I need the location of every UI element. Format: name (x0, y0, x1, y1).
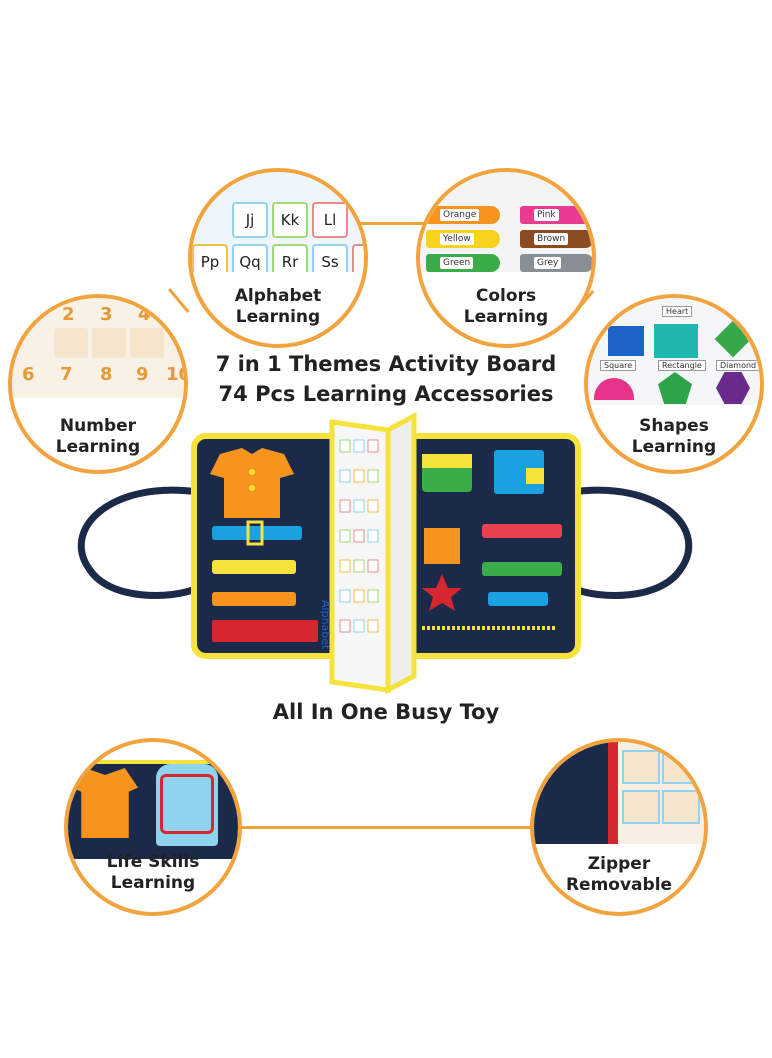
number-tile (54, 328, 88, 358)
crayon-cards-photo: Orange Pink Yellow Brown Green Grey (420, 172, 592, 272)
number-digit: 9 (136, 364, 149, 385)
shape-name-label: Rectangle (658, 360, 706, 371)
zipper-label-line1: Zipper (587, 854, 651, 874)
crayon-green: Green (426, 254, 500, 272)
shape-name-label: Diamond (716, 360, 760, 371)
headline-line2: 74 Pcs Learning Accessories (218, 382, 554, 406)
connector-line-bottom (238, 826, 538, 829)
colors-label-line1: Colors (475, 286, 537, 306)
crayon-pink: Pink (520, 206, 592, 224)
headline-line1: 7 in 1 Themes Activity Board (215, 352, 557, 376)
letter-tile: Qq (232, 244, 268, 272)
shirt-piece (210, 448, 294, 518)
book-page-right (385, 411, 417, 695)
strap-blue (212, 526, 302, 540)
letter-tile: Ll (312, 202, 348, 238)
zipper-label: Zipper Removable (534, 854, 704, 896)
zipper-label-line2: Removable (565, 875, 673, 895)
book-spine-text: Alphabet (319, 600, 332, 650)
shirt-piece (72, 768, 138, 838)
letter-tile: Kk (272, 202, 308, 238)
alphabet-label-line2: Learning (235, 307, 321, 327)
book-page-left (329, 419, 391, 693)
life-skills-label: Life Skills Learning (68, 852, 238, 894)
zipper-photo (534, 742, 704, 844)
semicircle-shape (594, 378, 634, 400)
zipper-removable-bubble: Zipper Removable (530, 738, 708, 916)
red-zipper (608, 742, 618, 844)
shapes-label: Shapes Learning (588, 416, 760, 458)
shape-name-label: Square (600, 360, 637, 371)
number-digit: 2 (62, 304, 75, 325)
alphabet-tiles-photo: Jj Kk Ll Pp Qq Rr Ss T (192, 172, 364, 272)
left-handle (77, 486, 200, 599)
shoelace (160, 774, 214, 834)
square-shape (608, 326, 644, 356)
number-digit: 6 (22, 364, 35, 385)
crayon-yellow: Yellow (426, 230, 500, 248)
letter-tile: T (352, 244, 364, 272)
life-skills-learning-bubble: Life Skills Learning (64, 738, 242, 916)
orange-square-piece (424, 528, 460, 564)
number-tile (130, 328, 164, 358)
life-skills-label-line2: Learning (110, 873, 196, 893)
connector-line-top (360, 222, 430, 225)
number-tiles-photo: 2 3 4 6 7 8 9 10 (12, 298, 184, 398)
shapes-learning-bubble: Heart Square Rectangle Diamond Shapes Le… (584, 294, 764, 474)
zipper-pocket-red (212, 620, 318, 642)
strap-orange (212, 592, 296, 606)
right-handle (570, 486, 693, 599)
crayon-orange: Orange (426, 206, 500, 224)
colors-learning-bubble: Orange Pink Yellow Brown Green Grey Colo… (416, 168, 596, 348)
strap-light-blue (488, 592, 548, 606)
crayon-brown: Brown (520, 230, 592, 248)
shapes-label-line1: Shapes (639, 416, 709, 436)
alphabet-learning-bubble: Jj Kk Ll Pp Qq Rr Ss T Alphabet Learning (188, 168, 368, 348)
busy-board-illustration: Alphabet (77, 411, 693, 695)
hexagon-shape (716, 372, 750, 404)
number-tile (92, 328, 126, 358)
letter-tile: Pp (192, 244, 228, 272)
alphabet-label-line1: Alphabet (234, 286, 322, 306)
colors-label-line2: Learning (463, 307, 549, 327)
letter-tile: Rr (272, 244, 308, 272)
number-label-line1: Number (59, 416, 137, 436)
number-learning-bubble: 2 3 4 6 7 8 9 10 Number Learning (8, 294, 188, 474)
life-skills-photo (68, 760, 238, 859)
letter-tile: Jj (232, 202, 268, 238)
strap-green (482, 562, 562, 576)
crayon-grey: Grey (520, 254, 592, 272)
number-label-line2: Learning (55, 437, 141, 457)
alphabet-label: Alphabet Learning (192, 286, 364, 328)
shapes-label-line2: Learning (631, 437, 717, 457)
letter-tile: Ss (312, 244, 348, 272)
colors-label: Colors Learning (420, 286, 592, 328)
star-piece (422, 574, 462, 611)
strap-yellow (212, 560, 296, 574)
shape-name-label: Heart (662, 306, 693, 317)
number-digit: 8 (100, 364, 113, 385)
number-digit: 7 (60, 364, 73, 385)
shapes-cards-photo: Heart Square Rectangle Diamond (588, 298, 760, 405)
number-digit: 4 (138, 304, 151, 325)
number-digit: 10 (166, 364, 184, 385)
book-letter-grid (339, 439, 379, 633)
center-caption: All In One Busy Toy (272, 700, 500, 724)
strap-red (482, 524, 562, 538)
rectangle-shape (654, 324, 698, 358)
number-digit: 3 (100, 304, 113, 325)
life-skills-label-line1: Life Skills (106, 852, 200, 872)
number-label: Number Learning (12, 416, 184, 458)
